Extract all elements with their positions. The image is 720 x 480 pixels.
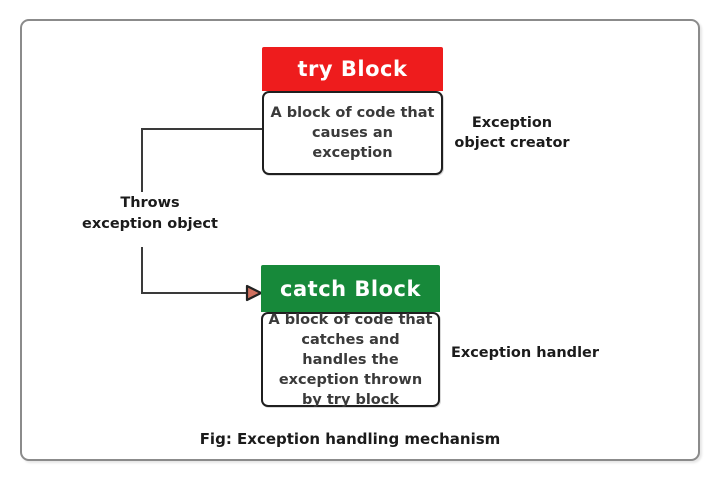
try-block-description: A block of code that causes an exception [262,91,443,175]
figure-caption: Fig: Exception handling mechanism [199,430,501,448]
connector-line-vertical-upper [141,128,143,192]
connector-line-bottom [141,292,249,294]
exception-object-creator-label: Exception object creator [454,115,570,151]
catch-block-description: A block of code that catches and handles… [261,312,440,408]
connector-line-top [142,128,262,130]
catch-block-header: catch Block [261,265,440,312]
try-block-card: try Block A block of code that causes an… [262,47,443,175]
throws-exception-object-label: Throws exception object [82,195,218,232]
try-block-header: try Block [262,47,443,91]
arrowhead-icon [245,284,263,302]
connector-line-vertical-lower [141,247,143,293]
catch-block-card: catch Block A block of code that catches… [261,265,440,408]
exception-handler-label: Exception handler [450,345,600,361]
